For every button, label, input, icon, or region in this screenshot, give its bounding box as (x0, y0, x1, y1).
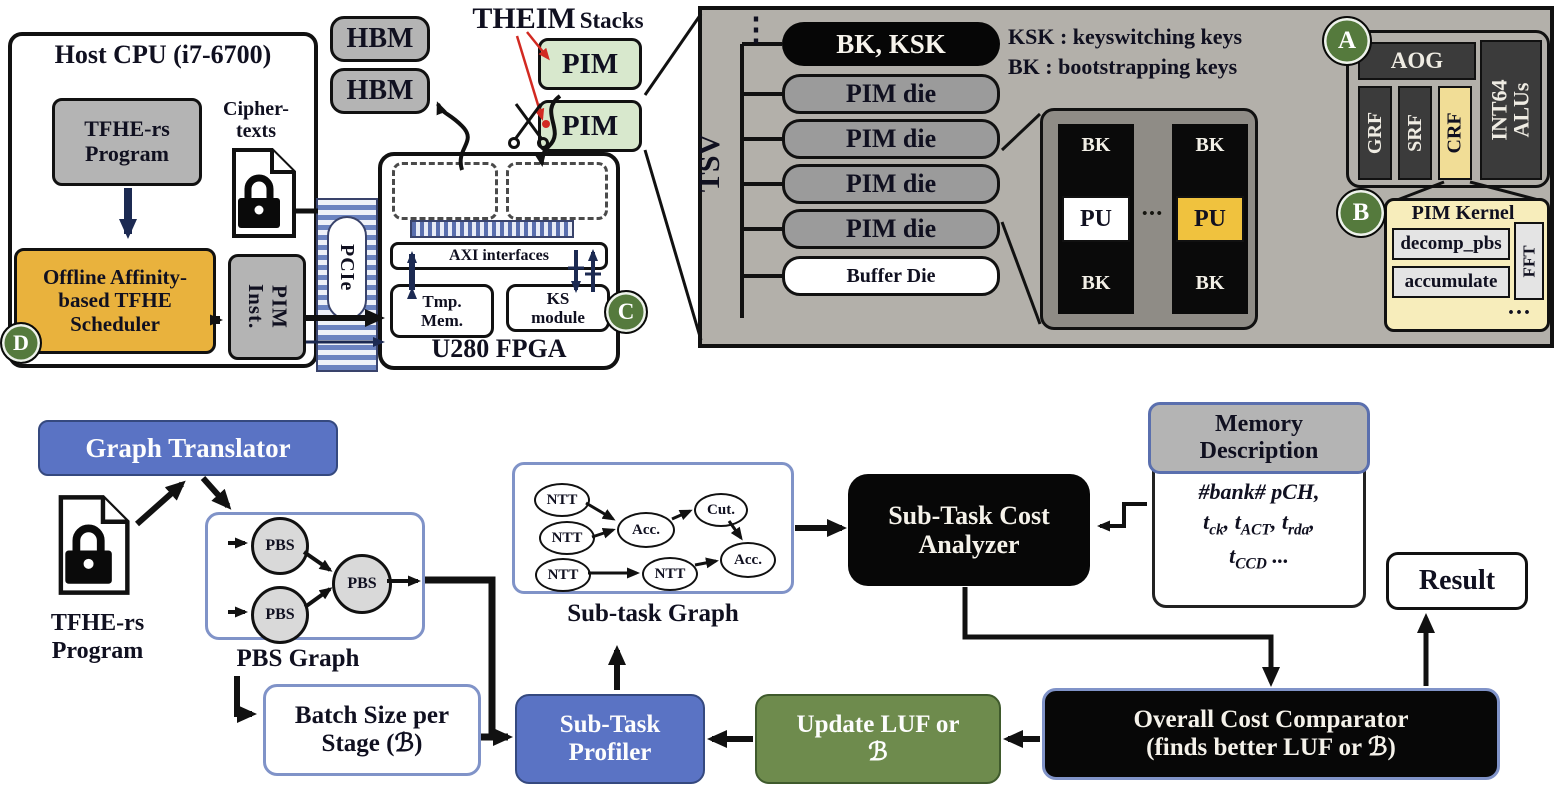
pim-die-box-4: PIM die (782, 209, 1000, 249)
badge-c: C (604, 290, 648, 334)
fft-box: FFT (1514, 222, 1544, 300)
hbm-box-2: HBM (330, 68, 430, 114)
pu-ellipsis: ••• (1142, 206, 1164, 222)
subtask-cost-analyzer-label: Sub-Task Cost Analyzer (888, 500, 1050, 559)
subtask-profiler-box: Sub-Task Profiler (515, 694, 705, 784)
legend-ksk: KSK : keyswitching keys (1008, 24, 1243, 49)
overall-cost-comparator-box: Overall Cost Comparator (finds better LU… (1042, 688, 1500, 780)
update-luf-box: Update LUF or ℬ (755, 694, 1001, 784)
ntt-node: NTT (642, 557, 698, 591)
pim-stack-box-2: PIM (538, 100, 642, 152)
theim-stacks-title: THEIM Stacks (428, 2, 688, 36)
bk-label: BK (1081, 134, 1111, 156)
pbs-graph-box (205, 512, 425, 640)
ellipsis-vertical: ⋮ (740, 11, 772, 47)
ntt-node: NTT (534, 483, 590, 517)
pbs-node: PBS (251, 586, 309, 644)
badge-a: A (1322, 16, 1372, 66)
ciphertexts-label: Cipher-texts (223, 98, 289, 142)
buffer-die-box: Buffer Die (782, 256, 1000, 296)
srf-box: SRF (1398, 86, 1432, 180)
crf-box: CRF (1438, 86, 1472, 180)
memory-description-body: #bank# pCH, tck, tACT, trda, tCCD ... (1152, 466, 1366, 608)
grf-label: GRF (1364, 111, 1386, 155)
bk-label: BK (1195, 272, 1225, 294)
graph-translator-box: Graph Translator (38, 420, 338, 476)
srf-label: SRF (1404, 114, 1427, 152)
comparator-line2: (finds better LUF or ℬ) (1146, 734, 1396, 761)
tfhe-rs-program-box: TFHE-rs Program (52, 98, 202, 186)
bk-ksk-box: BK, KSK (782, 22, 1000, 66)
tfhe-program-label: TFHE-rs Program (50, 610, 145, 664)
legend-bk: BK : bootstrapping keys (1008, 54, 1238, 79)
lock-document-icon (58, 495, 130, 595)
tsv-bus-lines (740, 42, 782, 318)
pu-box-white: PU (1062, 196, 1130, 242)
pim-stack-box-1: PIM (538, 38, 642, 90)
badge-d: D (0, 322, 42, 364)
int64-alus-label: INT64 ALUs (1487, 79, 1534, 141)
kernel-ellipsis: ... (1508, 294, 1532, 320)
lock-document-icon (232, 148, 296, 238)
acc-node: Acc. (617, 512, 675, 548)
pbs-graph-label: PBS Graph (236, 645, 360, 672)
badge-b: B (1336, 188, 1386, 238)
pbs-node: PBS (332, 554, 392, 614)
ntt-node: NTT (535, 558, 591, 592)
subtask-graph-label: Sub-task Graph (567, 600, 739, 627)
pcie-label: PCIe (327, 216, 367, 320)
subtask-profiler-label: Sub-Task Profiler (559, 711, 661, 766)
theim-stacks-label: Stacks (579, 8, 644, 33)
pim-die-box-1: PIM die (782, 74, 1000, 114)
crf-label: CRF (1444, 112, 1467, 154)
comparator-line1: Overall Cost Comparator (1133, 706, 1409, 733)
ks-module-box: KS module (506, 284, 610, 332)
int64-alus-box: INT64 ALUs (1480, 40, 1542, 180)
axi-interfaces-box: AXI interfaces (390, 242, 608, 270)
pbs-node: PBS (251, 517, 309, 575)
accumulate-box: accumulate (1392, 266, 1510, 298)
u280-fpga-label: U280 FPGA (431, 334, 567, 363)
memory-line: tCCD ... (1229, 542, 1289, 573)
pu-arch-box (1346, 30, 1550, 188)
tmp-mem-box: Tmp. Mem. (390, 284, 494, 338)
tsv-label: TSV (693, 133, 726, 193)
host-cpu-title: Host CPU (i7-6700) (54, 40, 272, 69)
memory-description-header: Memory Description (1148, 402, 1370, 474)
grf-box: GRF (1358, 86, 1392, 180)
ntt-node: NTT (539, 521, 595, 555)
fpga-slot-2 (506, 162, 608, 220)
pim-inst-box: PIM Inst. (228, 254, 306, 360)
theim-label: THEIM (472, 2, 576, 35)
interposer-strip (410, 220, 574, 238)
cut-node: Cut. (694, 493, 748, 527)
result-box: Result (1386, 552, 1528, 610)
hbm-box-1: HBM (330, 16, 430, 62)
bk-label: BK (1081, 272, 1111, 294)
pim-die-box-3: PIM die (782, 164, 1000, 204)
pim-die-box-2: PIM die (782, 119, 1000, 159)
scheduler-box: Offline Affinity-based TFHE Scheduler (14, 248, 216, 354)
memory-line: #bank# pCH, (1198, 479, 1320, 504)
decomp-pbs-box: decomp_pbs (1392, 228, 1510, 260)
fft-label: FFT (1519, 244, 1539, 278)
fpga-slot-1 (392, 162, 498, 220)
memory-line: tck, tACT, trda, (1203, 508, 1315, 539)
pu-box-yellow: PU (1176, 196, 1244, 242)
update-luf-label: Update LUF or ℬ (796, 711, 960, 766)
bk-label: BK (1195, 134, 1225, 156)
aog-box: AOG (1358, 42, 1476, 80)
pim-kernel-title: PIM Kernel (1411, 202, 1515, 224)
batch-size-box: Batch Size per Stage (ℬ) (263, 684, 481, 776)
acc-node: Acc. (720, 542, 776, 578)
subtask-cost-analyzer-box: Sub-Task Cost Analyzer (848, 474, 1090, 586)
